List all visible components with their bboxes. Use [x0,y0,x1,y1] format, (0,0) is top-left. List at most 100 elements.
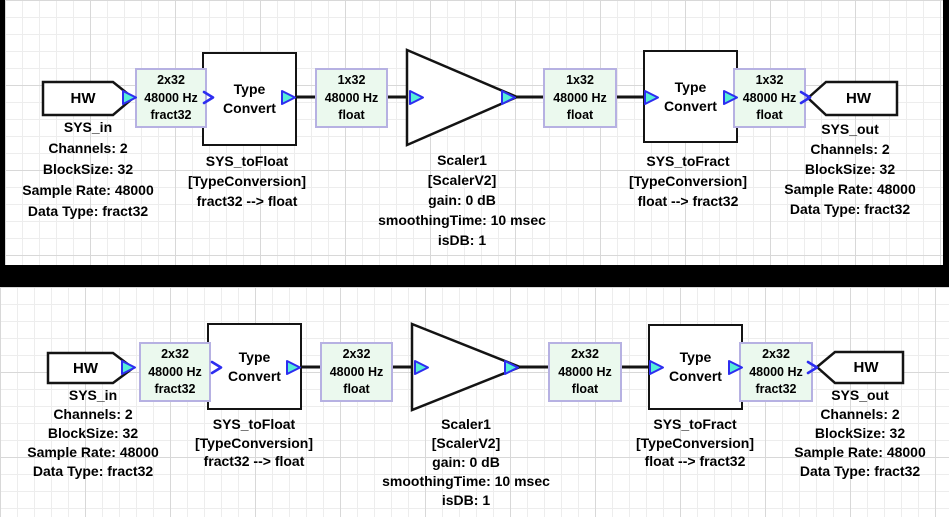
wire-info-line: 1x32 [337,73,366,87]
wire-info-badge-2[interactable]: 2x32 48000 Hz float [320,342,393,402]
wire-info-line: 48000 Hz [148,364,202,379]
annotation-line: SYS_out [821,121,879,137]
annotation-line: SYS_toFloat [205,153,289,169]
annotation-line: fract32 --> float [203,453,305,469]
annotation-line: Data Type: fract32 [789,201,911,217]
type-convert-output-annotation: SYS_toFract [TypeConversion] float --> f… [629,151,747,211]
annotation-line: Channels: 2 [53,406,133,422]
hw-input-label: HW [73,359,98,377]
annotation-line: isDB: 1 [437,232,487,248]
wire-info-line: 48000 Hz [144,90,198,105]
annotation-line: SYS_in [63,119,113,135]
annotation-line: smoothingTime: 10 msec [382,473,550,489]
annotation-line: Channels: 2 [810,141,890,157]
annotation-line: BlockSize: 32 [47,425,139,441]
wire-info-line: fract32 [150,108,192,122]
type-convert-label: Type Convert [669,349,722,384]
annotation-line: Sample Rate: 48000 [784,181,916,197]
wire-info-line: float [343,382,370,396]
annotation-line: Channels: 2 [48,140,128,156]
hw-output-block[interactable] [806,80,899,117]
wire-info-line: 2x32 [157,73,185,87]
annotation-line: gain: 0 dB [432,454,500,470]
annotation-line: Sample Rate: 48000 [27,444,159,460]
annotation-line: Sample Rate: 48000 [794,444,926,460]
wire-info-badge-3[interactable]: 2x32 48000 Hz float [548,342,622,402]
wire-info-line: 48000 Hz [558,364,612,379]
annotation-line: [ScalerV2] [431,435,501,451]
type-convert-input-annotation: SYS_toFloat [TypeConversion] fract32 -->… [195,415,313,471]
wire-info-line: 2x32 [571,347,599,361]
wire-info-badge-1[interactable]: 2x32 48000 Hz fract32 [135,68,207,128]
type-convert-label: Type Convert [228,348,281,384]
wire-info-badge-2[interactable]: 1x32 48000 Hz float [315,68,388,128]
annotation-line: [ScalerV2] [427,172,497,188]
annotation-line: [TypeConversion] [188,173,306,189]
wire-info-line: 48000 Hz [553,90,607,105]
annotation-line: SYS_toFract [653,416,737,432]
scaler-block[interactable] [410,322,524,412]
type-convert-input-block[interactable]: Type Convert [202,52,297,146]
type-convert-label: Type Convert [664,78,717,114]
wire-info-line: float [566,108,594,122]
annotation-line: Channels: 2 [820,406,900,422]
wire-info-line: 48000 Hz [329,364,384,379]
annotation-line: Scaler1 [437,152,487,168]
annotation-line: BlockSize: 32 [42,161,134,177]
annotation-line: Data Type: fract32 [27,203,149,219]
wire-info-line: 48000 Hz [742,90,797,105]
annotation-line: Sample Rate: 48000 [22,182,154,198]
annotation-line: gain: 0 dB [428,192,496,208]
type-convert-output-block[interactable]: Type Convert [643,50,738,143]
wires-layer [41,48,899,147]
hw-input-annotation: SYS_in Channels: 2 BlockSize: 32 Sample … [27,386,159,481]
scaler-block[interactable] [405,48,521,147]
wire-info-badge-4[interactable]: 1x32 48000 Hz float [733,68,806,128]
type-convert-output-block[interactable]: Type Convert [648,324,743,410]
annotation-line: SYS_toFract [646,153,730,169]
wire-info-badge-1[interactable]: 2x32 48000 Hz fract32 [139,342,211,402]
type-convert-input-annotation: SYS_toFloat [TypeConversion] fract32 -->… [188,151,306,211]
annotation-line: fract32 --> float [196,193,298,209]
type-convert-output-annotation: SYS_toFract [TypeConversion] float --> f… [636,415,754,471]
annotation-line: isDB: 1 [441,492,491,508]
annotation-line: BlockSize: 32 [814,425,906,441]
annotation-line: float --> fract32 [637,193,739,209]
annotation-line: [TypeConversion] [629,173,747,189]
diagram-canvas-top: HW HW 2x32 48000 Hz fract32 1x32 48000 H… [5,0,943,265]
annotation-line: SYS_out [831,387,889,403]
annotation-line: SYS_toFloat [212,416,296,432]
annotation-line: float --> fract32 [644,453,746,469]
wire-info-line: 48000 Hz [324,90,379,105]
hw-input-annotation: SYS_in Channels: 2 BlockSize: 32 Sample … [22,117,154,222]
diagram-canvas-bottom: HW HW 2x32 48000 Hz fract32 2x32 48000 H… [0,287,949,517]
hw-input-block[interactable] [41,80,135,117]
wire-info-line: float [756,108,783,122]
annotation-line: Data Type: fract32 [32,463,154,479]
annotation-line: Data Type: fract32 [799,463,921,479]
hw-output-label: HW [853,359,879,376]
hw-output-label: HW [846,90,871,107]
wires-layer [46,322,905,412]
scaler-annotation: Scaler1 [ScalerV2] gain: 0 dB smoothingT… [378,150,546,250]
wire-info-line: 2x32 [762,347,790,361]
wire-info-line: float [338,108,365,122]
wire-info-line: fract32 [755,382,797,396]
annotation-line: SYS_in [68,387,118,403]
wire-info-line: fract32 [154,382,196,396]
type-convert-input-block[interactable]: Type Convert [207,323,302,410]
hw-input-label: HW [70,90,96,107]
wire-info-line: 2x32 [342,347,371,361]
wire-info-line: 1x32 [755,73,784,87]
hw-output-annotation: SYS_out Channels: 2 BlockSize: 32 Sample… [794,386,926,481]
wire-info-badge-4[interactable]: 2x32 48000 Hz fract32 [739,342,813,402]
hw-input-block[interactable] [46,351,136,385]
annotation-line: [TypeConversion] [195,434,313,451]
scaler-annotation: Scaler1 [ScalerV2] gain: 0 dB smoothingT… [382,415,550,510]
annotation-line: BlockSize: 32 [804,161,896,177]
annotation-line: [TypeConversion] [636,434,754,451]
wire-info-line: 2x32 [161,347,189,361]
wire-info-badge-3[interactable]: 1x32 48000 Hz float [543,68,617,128]
hw-output-block[interactable] [815,350,905,385]
type-convert-label: Type Convert [223,81,276,116]
